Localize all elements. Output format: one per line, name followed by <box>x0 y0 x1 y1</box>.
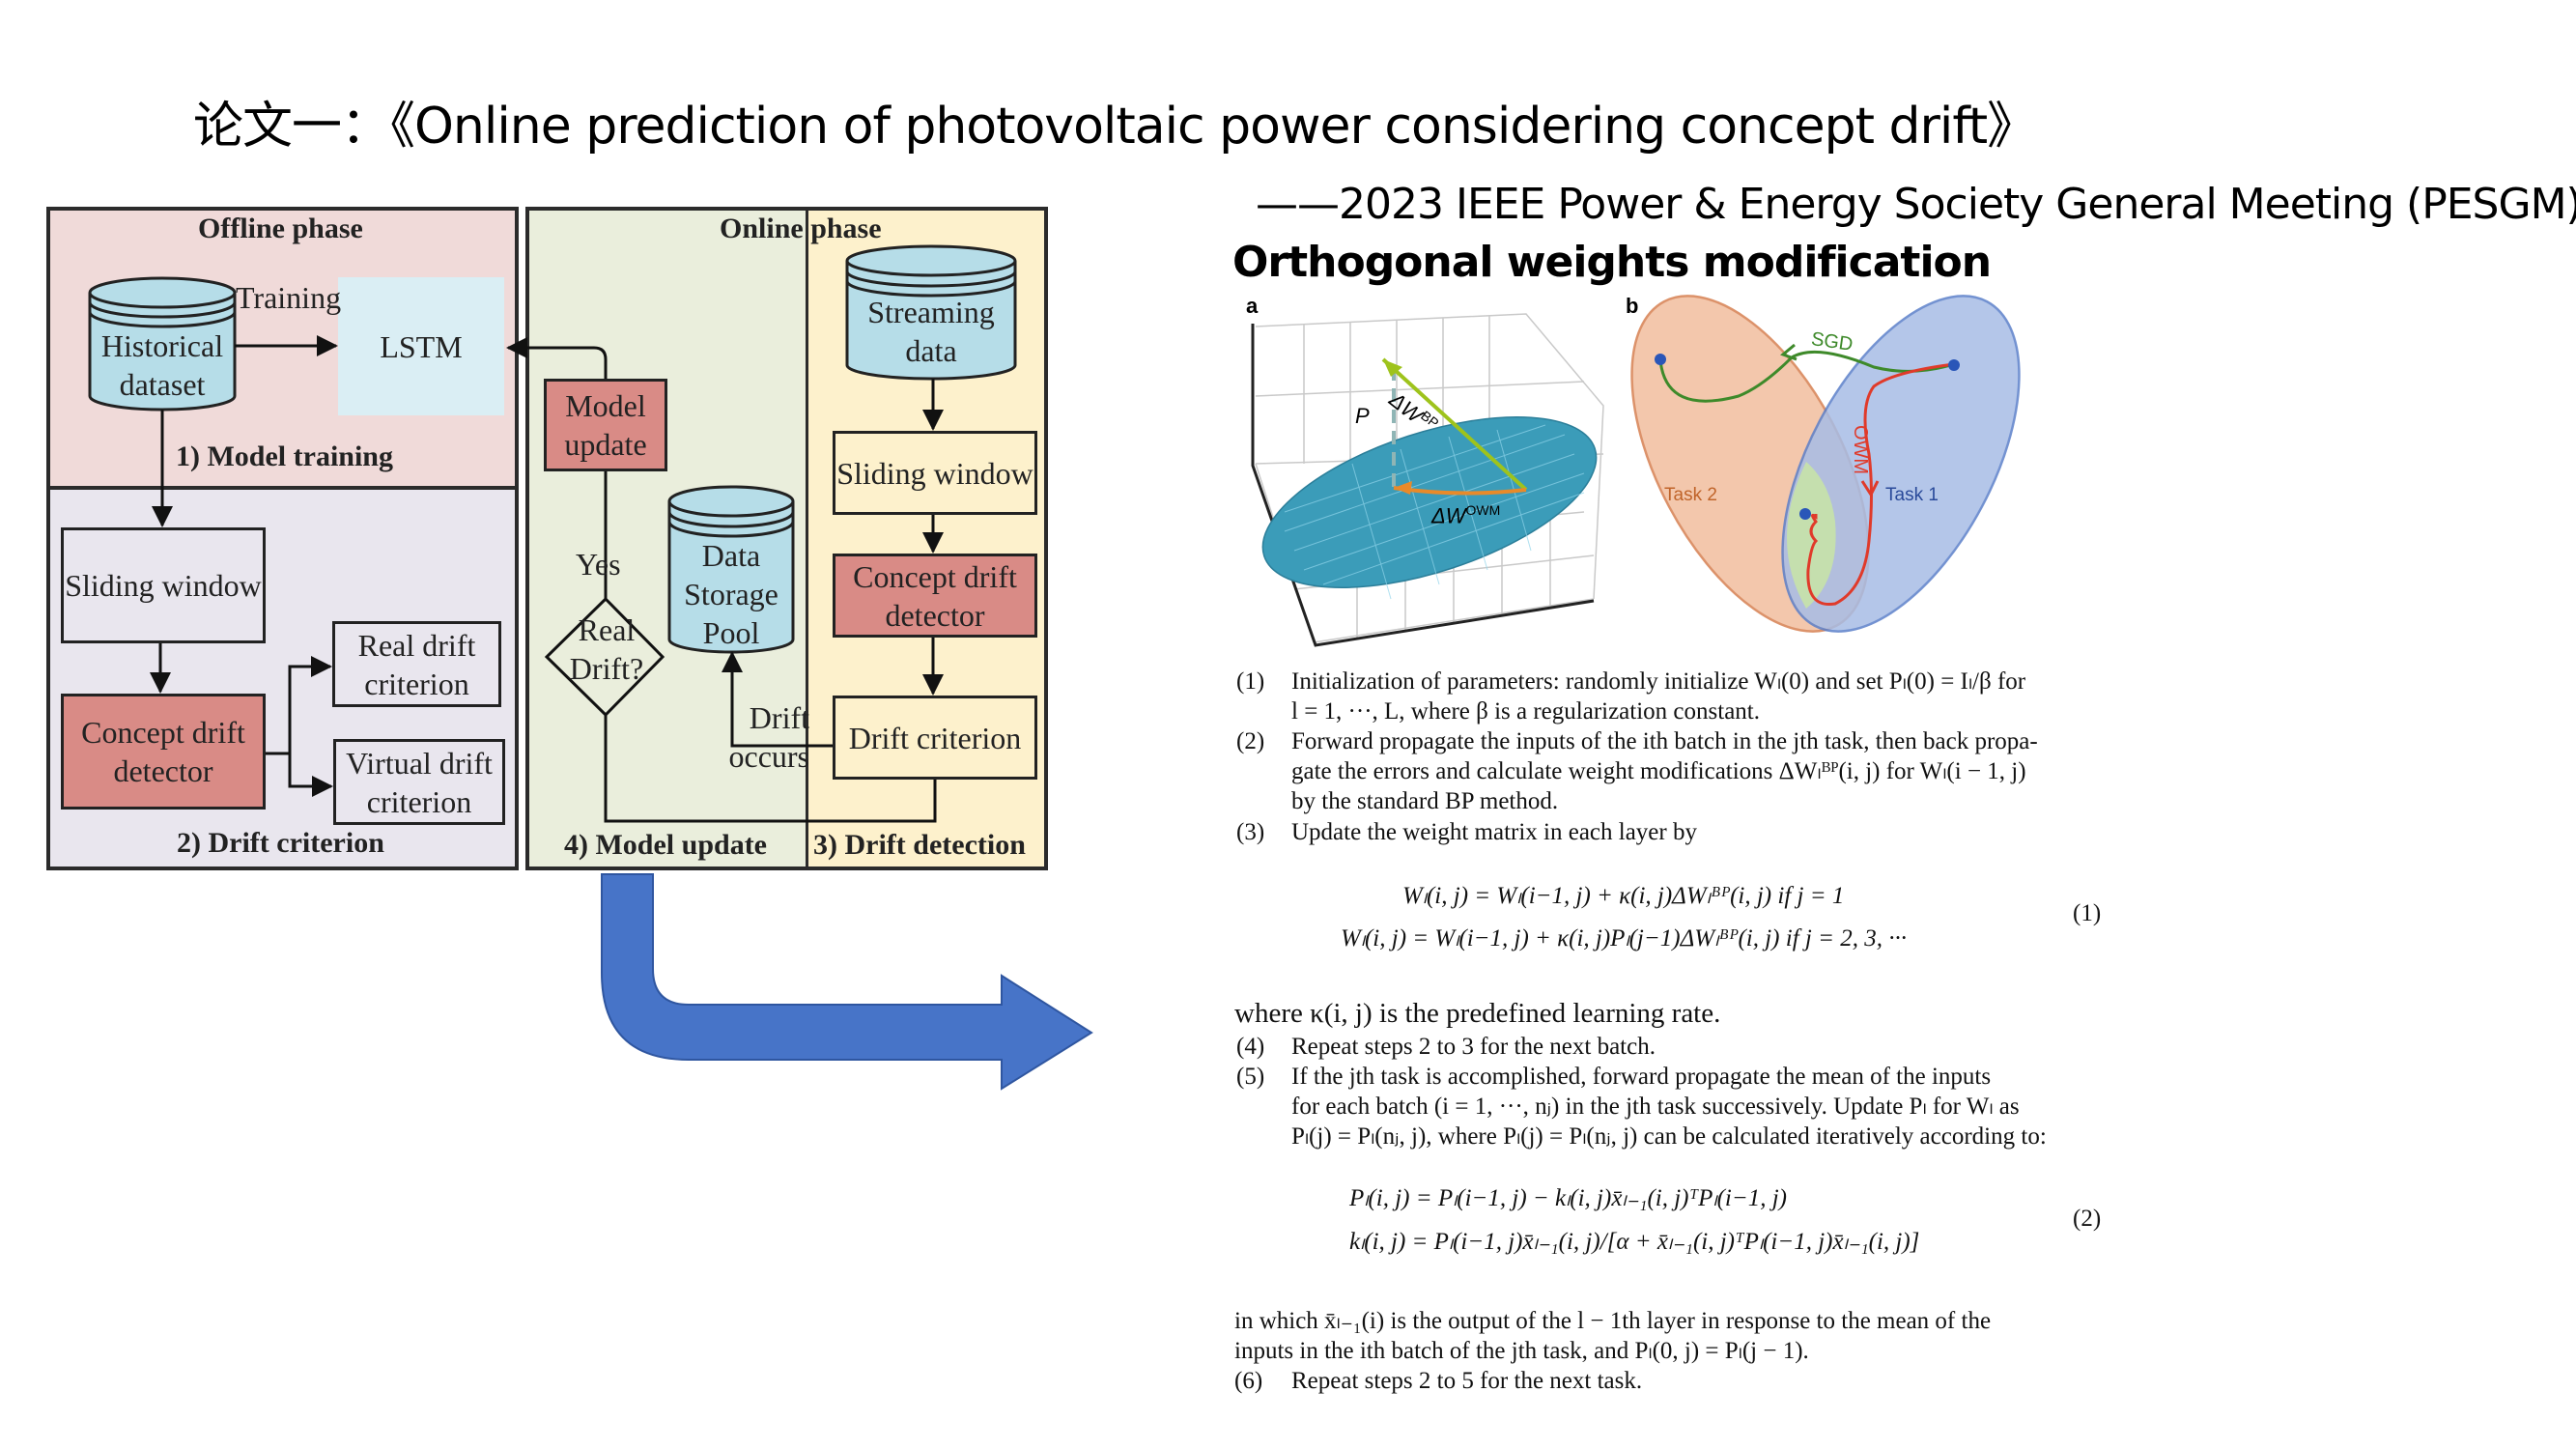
step-1-line-2: l = 1, ···, L, where β is a regularizati… <box>1291 698 1760 724</box>
step-2-number: (2) <box>1236 728 1265 754</box>
online-divider <box>806 207 808 870</box>
training-label: Training <box>236 280 342 315</box>
equation-2-number: (2) <box>2073 1206 2102 1232</box>
offline-divider <box>46 486 519 490</box>
label-dw-owm: ΔWOWM <box>1431 502 1500 528</box>
step-5-line-3: Pₗ(j) = Pₗ(nⱼ, j), where Pₗ(j) = Pₗ(nⱼ, … <box>1291 1123 2047 1150</box>
venue-subtitle: ——2023 IEEE Power & Energy Society Gener… <box>1256 180 2576 229</box>
historical-dataset-label: Historical dataset <box>100 327 224 402</box>
equation-2-line-1: Pₗ(i, j) = Pₗ(i−1, j) − kₗ(i, j)x̄ₗ₋₁(i,… <box>1349 1185 1787 1211</box>
step-2-line-1: Forward propagate the inputs of the ith … <box>1291 728 2038 754</box>
slide-title: 论文一：《Online prediction of photovoltaic p… <box>193 98 2037 156</box>
dw-owm-text: ΔW <box>1431 503 1466 528</box>
step-2-line-3: by the standard BP method. <box>1291 788 1559 814</box>
model-update-box: Model update <box>544 379 667 471</box>
offline-sliding-window-box: Sliding window <box>61 527 266 643</box>
lstm-box: LSTM <box>338 277 504 415</box>
dw-bp-vector <box>1381 357 1528 492</box>
yes-label: Yes <box>576 547 621 582</box>
streaming-data-label: Streaming data <box>867 294 995 368</box>
online-concept-drift-detector-box: Concept drift detector <box>833 554 1037 638</box>
task1-label: Task 1 <box>1885 485 1939 505</box>
panel-b-letter: b <box>1626 294 1639 318</box>
step-1-number: (1) <box>1236 668 1265 695</box>
step-4-number: (4) <box>1236 1034 1265 1060</box>
step-4-line-1: Repeat steps 2 to 3 for the next batch. <box>1291 1034 1656 1060</box>
bent-arrow-shape <box>601 873 1093 1091</box>
stage4-label: 4) Model update <box>564 829 767 861</box>
offline-concept-drift-detector-box: Concept drift detector <box>61 694 266 810</box>
data-storage-pool-label: Data Storage Pool <box>684 538 778 650</box>
online-phase-title: Online phase <box>720 213 882 244</box>
virtual-drift-criterion-box: Virtual drift criterion <box>333 739 505 825</box>
panel-a-letter: a <box>1246 294 1259 318</box>
sgd-path <box>1658 350 1955 403</box>
online-sliding-window-box: Sliding window <box>833 431 1037 515</box>
panel-a-axes <box>1251 324 1595 647</box>
start-point <box>1948 359 1960 371</box>
task2-label: Task 2 <box>1664 485 1717 505</box>
offline-phase-title: Offline phase <box>198 213 363 244</box>
drift-criterion-box: Drift criterion <box>833 696 1037 780</box>
in-which-line-2: inputs in the ith batch of the jth task,… <box>1234 1338 1809 1364</box>
stage2-label: 2) Drift criterion <box>177 827 384 859</box>
stage3-label: 3) Drift detection <box>813 829 1026 861</box>
task1-ellipse <box>1781 295 2021 633</box>
in-which-line-1: in which x̄ₗ₋₁(i) is the output of the l… <box>1234 1308 1992 1334</box>
step-5-line-1: If the jth task is accomplished, forward… <box>1291 1064 1992 1090</box>
equation-1-line-1: Wₗ(i, j) = Wₗ(i−1, j) + κ(i, j)ΔWₗᴮᴾ(i, … <box>1402 883 1845 909</box>
real-drift-criterion-box: Real drift criterion <box>332 621 501 707</box>
where-kappa-text: where κ(i, j) is the predefined learning… <box>1234 998 1721 1029</box>
step-3-number: (3) <box>1236 819 1265 845</box>
panel-a-grid <box>1255 313 1604 643</box>
step-5-line-2: for each batch (i = 1, ···, nⱼ) in the j… <box>1291 1094 2020 1120</box>
dw-owm-sup: OWM <box>1465 502 1501 518</box>
online-phase-panel <box>525 207 1048 870</box>
step-2-line-2: gate the errors and calculate weight mod… <box>1291 758 2026 784</box>
label-p: P <box>1355 404 1370 428</box>
equation-1-number: (1) <box>2073 900 2102 926</box>
equation-2-line-2: kₗ(i, j) = Pₗ(i−1, j)x̄ₗ₋₁(i, j)/[α + x̄… <box>1349 1229 1920 1255</box>
offline-phase-panel <box>46 207 519 870</box>
sgd-end-point <box>1655 354 1666 365</box>
step-6-text: Repeat steps 2 to 5 for the next task. <box>1291 1368 1643 1394</box>
section-heading: Orthogonal weights modification <box>1232 238 1992 287</box>
overlap-region <box>1787 462 1836 609</box>
sgd-label: SGD <box>1809 328 1854 355</box>
step-3-line-1: Update the weight matrix in each layer b… <box>1291 819 1697 845</box>
owm-label: OWM <box>1850 425 1871 475</box>
dw-owm-vector <box>1393 486 1527 496</box>
drift-occurs-label: Drift occurs <box>728 700 809 774</box>
equation-1-line-2: Wₗ(i, j) = Wₗ(i−1, j) + κ(i, j)Pₗ(j−1)ΔW… <box>1341 925 1907 952</box>
step-1-line-1: Initialization of parameters: randomly i… <box>1291 668 2026 695</box>
owm-end-point <box>1799 508 1811 520</box>
real-drift-decision-label: Real Drift? <box>569 612 644 686</box>
step-5-number: (5) <box>1236 1064 1265 1090</box>
step-6-number: (6) <box>1234 1368 1263 1394</box>
stage1-label: 1) Model training <box>176 440 393 472</box>
label-dw-bp: ΔWBP <box>1384 386 1442 440</box>
